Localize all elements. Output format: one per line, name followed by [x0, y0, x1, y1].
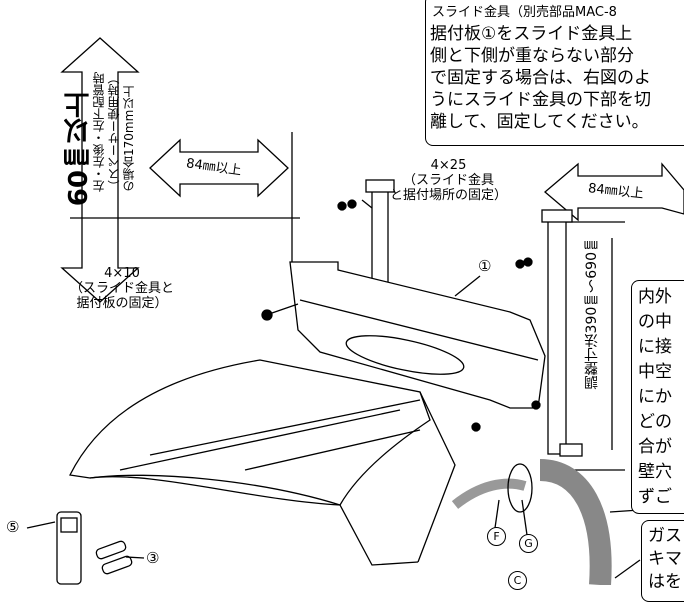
installation-diagram — [26, 37, 684, 585]
callout-bottom-body: ガス キマ はを — [648, 526, 682, 592]
adjust-range-label: 調整寸法390㎜～690㎜ — [584, 238, 600, 390]
part-3-label: ③ — [146, 549, 160, 567]
part-F-label: F — [487, 527, 506, 546]
part-C-label: C — [508, 571, 527, 590]
callout-top-body: 据付板①をスライド金具上 側と下側が重ならない部分 で固定する場合は、右図のよ … — [430, 24, 651, 132]
indoor-unit — [69, 359, 456, 566]
piping-assembly — [451, 459, 612, 585]
callout-right-body: 内外 の中 に接 中空 にか どの 合が 壁穴 ずご — [638, 287, 672, 507]
clearance-left-sub: 左・左後・左下配管時 （スペーサー使用時） の場合170mm以上 — [92, 72, 136, 192]
screw-left-label: 4×10 （スライド金具と 据付板の固定） — [70, 266, 175, 311]
slide-bracket-left — [365, 179, 395, 287]
screw-upper-label: 4×25 （スライド金具 と据付場所の固定） — [390, 158, 508, 203]
callout-bottom: ガス キマ はを — [641, 520, 684, 602]
part-G-label: G — [519, 534, 538, 553]
clearance-arrow-side-left — [149, 138, 289, 198]
mounting-plate — [289, 261, 546, 409]
remote-control — [56, 511, 82, 585]
part-5-label: ⑤ — [6, 518, 20, 536]
slide-bracket-right — [541, 209, 583, 457]
part-1-label: ① — [478, 257, 492, 275]
callout-top-title: スライド金具（別売部品MAC-8 — [432, 5, 617, 20]
clearance-arrow-side-right — [543, 162, 684, 222]
clearance-arrow-left — [60, 37, 140, 303]
screw-set-upper — [337, 199, 533, 269]
callout-top: スライド金具（別売部品MAC-8 据付板①をスライド金具上 側と下側が重ならない… — [425, 0, 684, 146]
callout-right: 内外 の中 に接 中空 にか どの 合が 壁穴 ずご — [631, 280, 684, 514]
batteries — [95, 540, 133, 575]
